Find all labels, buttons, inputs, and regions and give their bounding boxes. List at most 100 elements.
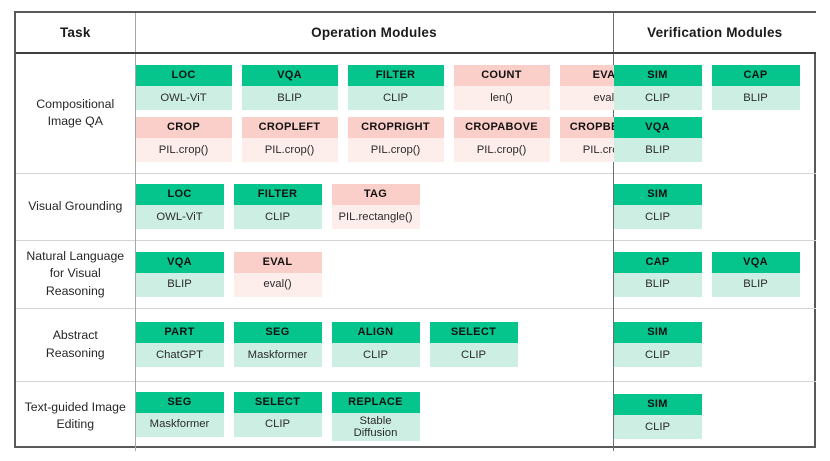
module-operation-label: SEG [135,391,224,413]
module-operation-label: PART [135,322,224,343]
module-implementation-label: BLIP [613,137,702,162]
module-implementation-label: ChatGPT [135,343,224,367]
module-operation-label: CAP [613,251,702,273]
module-operation-label: EVAL [233,251,322,273]
module-implementation-label: Maskformer [233,343,322,367]
module-operation-label: SIM [613,393,702,415]
module-implementation-label: PIL.crop() [241,137,338,162]
column-header-task: Task [16,13,136,54]
module-operation-label: TAG [331,184,420,205]
module-implementation-label: PIL.crop() [135,137,232,162]
module-operation-label: COUNT [453,64,550,86]
module-operation-label: SIM [613,64,702,86]
module-implementation-label: Maskformer [135,412,224,437]
module-operation-label: LOC [135,64,232,86]
module-implementation-label: PIL.rectangle() [331,205,420,229]
module-implementation-label: CLIP [613,414,702,439]
module-implementation-label: CLIP [613,85,702,110]
module-implementation-label: CLIP [613,343,702,367]
module-operation-label: ALIGN [331,322,420,343]
table-header: Task Operation Modules Verification Modu… [16,13,816,54]
module-implementation-label: PIL.crop() [453,137,550,162]
module-operation-label: CROPRIGHT [347,116,444,138]
module-implementation-label: Stable Diffusion [331,412,420,441]
module-implementation-label: CLIP [347,85,444,110]
module-implementation-label: BLIP [135,272,224,297]
module-implementation-label: BLIP [711,272,800,297]
module-implementation-label: CLIP [331,343,420,367]
module-implementation-label: CLIP [233,205,322,229]
module-implementation-label: BLIP [711,85,800,110]
module-operation-label: CAP [711,64,800,86]
task-name-cell: Visual Grounding [16,172,136,240]
module-implementation-label: eval() [233,272,322,297]
module-operation-label: CROPABOVE [453,116,550,138]
module-operation-label: SELECT [233,391,322,413]
module-operation-label: VQA [711,251,800,273]
module-implementation-label: BLIP [613,272,702,297]
module-implementation-label: CLIP [429,343,518,367]
module-operation-label: SELECT [429,322,518,343]
module-implementation-label: CLIP [613,205,702,229]
module-implementation-label: OWL-ViT [135,205,224,229]
header-row: Task Operation Modules Verification Modu… [16,13,816,54]
module-operation-label: CROPLEFT [241,116,338,138]
module-operation-label: FILTER [347,64,444,86]
module-operation-label: VQA [613,116,702,138]
module-implementation-label: OWL-ViT [135,85,232,110]
module-operation-label: SEG [233,322,322,343]
